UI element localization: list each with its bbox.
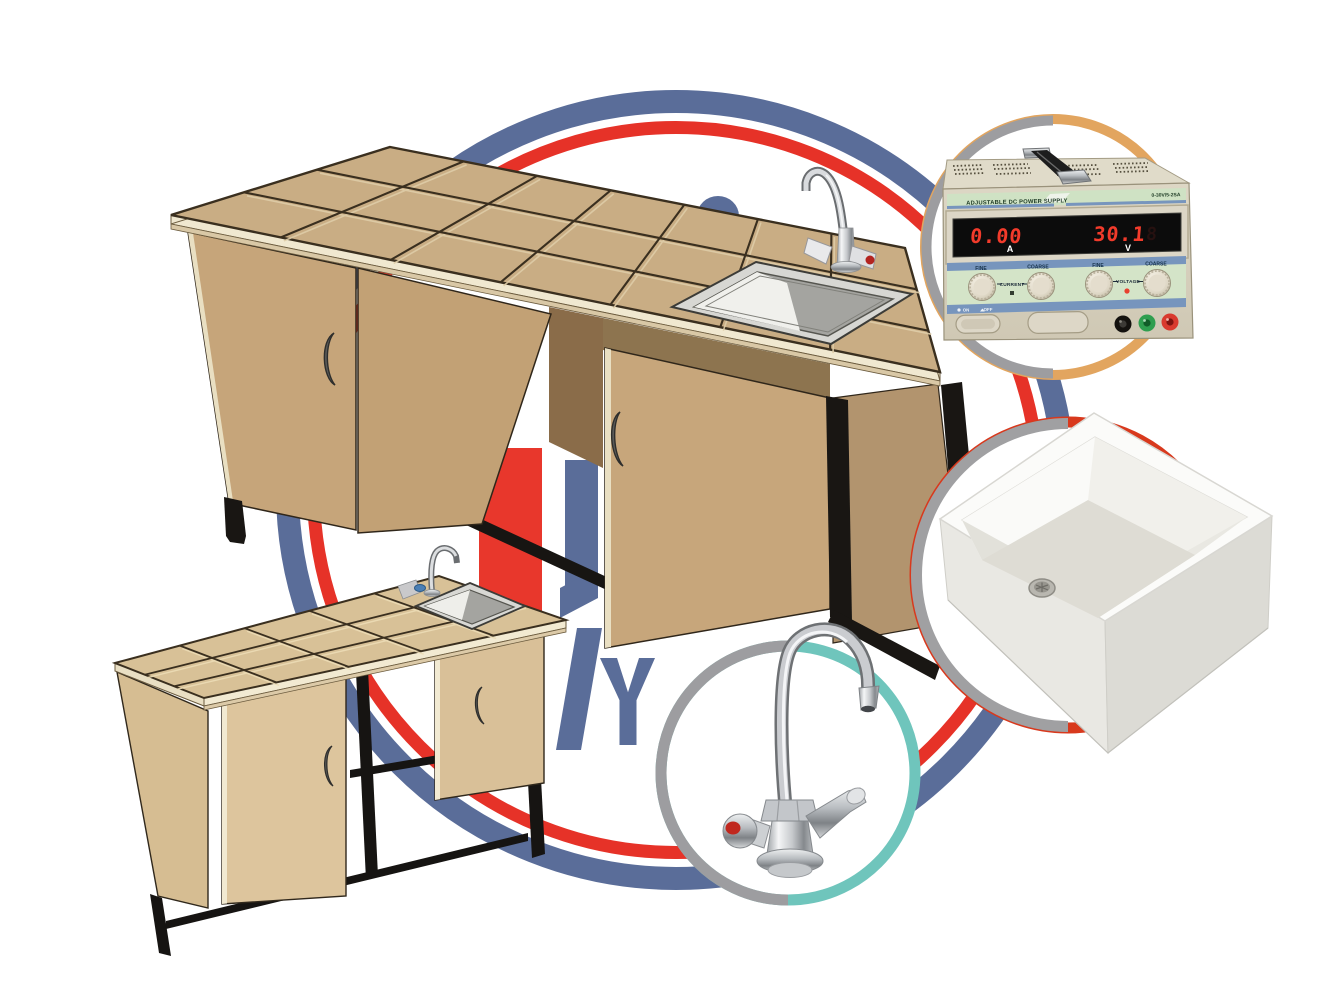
callout-power-supply: ADJUSTABLE DC POWER SUPPLY 0-30V/5-2SA 0… (920, 114, 1194, 380)
psu-panel-label: ADJUSTABLE DC POWER SUPPLY (966, 198, 1068, 206)
psu-terminal-green (1138, 314, 1156, 332)
bench-large-door-right-handle (610, 411, 624, 467)
psu-bottom-zone (955, 311, 1179, 334)
bench-large-knee-panel (549, 307, 603, 468)
bench-small-door-left (221, 675, 347, 905)
bench-small-door-left-handle (324, 745, 334, 787)
sink-ring-gray (911, 418, 1069, 732)
ceramic-basin (938, 412, 1274, 755)
psu-model-label: 0-30V/5-2SA (1151, 192, 1180, 199)
psu-on-label: ON (963, 308, 970, 313)
psu-voltage-value: 30.1 (1092, 222, 1146, 246)
psu-voltage-unit: V (1125, 243, 1131, 253)
psu-off-label: OFF (984, 307, 993, 312)
faucet-ring-gray (655, 640, 789, 906)
bench-large-rail (438, 499, 650, 610)
psu-blank-button (1027, 311, 1089, 334)
bench-small-door-right (434, 632, 545, 801)
psu-led (1124, 288, 1130, 294)
bench-small-door-right-handle (474, 686, 485, 725)
bench-large (170, 145, 990, 680)
psu-handle (1022, 147, 1092, 185)
faucet-right-handle (805, 787, 867, 839)
psu-terminal-black (1114, 315, 1132, 333)
psu-ring-gray (921, 115, 1054, 379)
bench-small (111, 545, 570, 956)
bench-large-door-left-handle (323, 332, 336, 386)
bench-large-door-left (187, 231, 357, 531)
callout-faucet (655, 622, 921, 906)
bench-large-door-middle (357, 267, 552, 534)
psu-display: 0.00 A 30.1 V 8 (945, 204, 1189, 265)
psu-control-panel: FINE COARSE FINE COARSE CURRENT VOLTAGE … (947, 256, 1186, 314)
psu-current-label: CURRENT (1000, 282, 1025, 288)
bench-large-door-right (604, 347, 831, 649)
psu-device: ADJUSTABLE DC POWER SUPPLY 0-30V/5-2SA 0… (942, 147, 1194, 341)
bench-large-top-rail-shadow (603, 318, 830, 400)
basin-drain (1028, 578, 1056, 598)
psu-terminal-red (1161, 313, 1179, 331)
psu-current-unit: A (1007, 244, 1014, 254)
psu-power-button (955, 314, 1001, 334)
psu-knob-label-4: COARSE (1145, 262, 1167, 268)
psu-ghost-digit: 8 (1145, 224, 1158, 245)
callout-ceramic-sink (909, 412, 1274, 755)
psu-knob-label-2: COARSE (1027, 265, 1049, 271)
psu-knobs (968, 269, 1171, 301)
psu-knob-label-3: FINE (1092, 263, 1104, 269)
faucet-left-handle (722, 813, 771, 849)
psu-current-value: 0.00 (969, 224, 1023, 248)
bench-large-sink (669, 260, 915, 346)
psu-knob-label-1: FINE (975, 266, 987, 272)
logo-letter-y (600, 658, 655, 745)
bench-small-side-panel (116, 670, 209, 909)
chrome-faucet (722, 622, 880, 878)
psu-voltage-label: VOLTAGE (1116, 279, 1140, 285)
bench-small-sink (413, 582, 528, 630)
bench-large-faucet (801, 166, 877, 273)
bench-small-faucet (397, 545, 460, 600)
